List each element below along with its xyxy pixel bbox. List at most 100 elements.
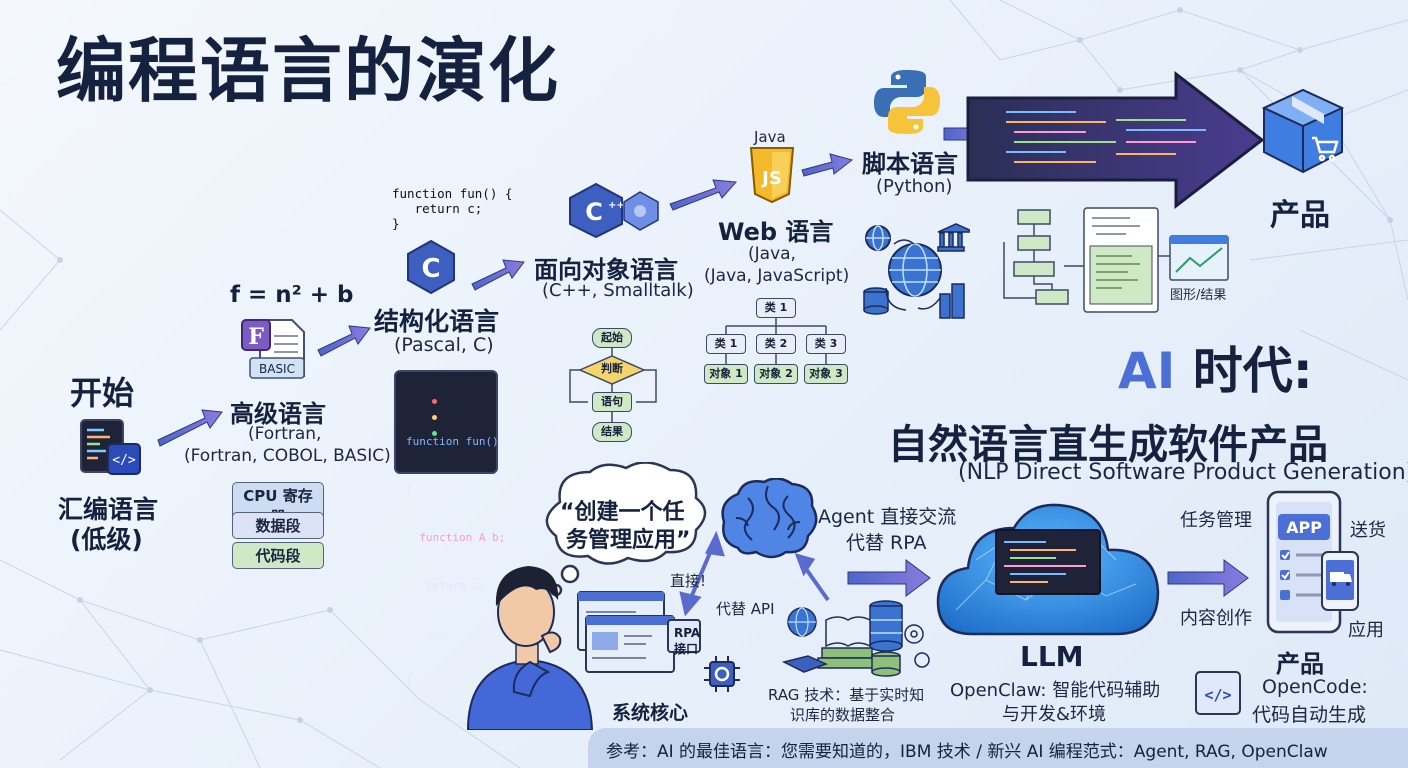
web-sub2: (Java, JavaScript): [704, 266, 850, 286]
page-title: 编程语言的演化: [56, 30, 560, 112]
oop-flowchart-lines: [569, 346, 657, 422]
struct-snippet: function fun() { return c; }: [392, 186, 513, 231]
product-box-icon: [1261, 88, 1345, 174]
openclaw-line2: 与开发&环境: [1002, 704, 1107, 725]
arrow-cloud-to-product: [1167, 559, 1249, 597]
fortran-file-icon: F BASIC: [240, 316, 310, 382]
hll-label: 高级语言: [230, 400, 326, 428]
class-tree-lines: [725, 318, 827, 364]
svg-text:++: ++: [608, 200, 625, 211]
arrow-web-to-script: [801, 153, 854, 177]
web-sub1: (Java,: [748, 244, 796, 264]
hll-formula: f = n² + b: [230, 282, 354, 308]
ai-heading-rest: 时代:: [1175, 342, 1313, 400]
opencode-line1: OpenCode:: [1262, 676, 1368, 698]
structured-code-window: function fun() { function A b; return c;…: [394, 370, 505, 688]
app-badge: APP: [1286, 518, 1322, 537]
tree-object-1: 对象 1: [704, 364, 748, 384]
assembly-label: 汇编语言: [58, 495, 159, 524]
structured-sub: (Pascal, C): [394, 334, 494, 356]
arrow-ai-to-cloud: [847, 559, 931, 597]
arrow-struct-to-oop: [471, 259, 525, 291]
agent-line1: Agent 直接交流: [818, 506, 957, 528]
task-mgmt-label: 任务管理: [1180, 510, 1252, 531]
content-creation-label: 内容创作: [1180, 608, 1252, 629]
oop-label: 面向对象语言: [534, 256, 678, 284]
direct-label: 直接!: [670, 572, 707, 590]
rag-line1: RAG 技术：基于实时知: [768, 686, 925, 704]
chart-caption: 图形/结果: [1170, 288, 1227, 303]
web-label: Web 语言: [718, 218, 834, 246]
person-thinking-illustration: [460, 562, 600, 731]
hll-sub1: (Fortran,: [248, 424, 322, 444]
openclaw-line1: OpenClaw: 智能代码辅助: [950, 680, 1161, 701]
arrow-oop-to-web: [669, 179, 738, 211]
code-line: {: [406, 483, 413, 496]
app-word-label: 应用: [1348, 620, 1384, 641]
svg-text:C: C: [421, 254, 440, 284]
opencode-line2: 代码自动生成: [1252, 704, 1367, 726]
llm-cloud: [936, 500, 1162, 640]
code-big-arrow: [966, 70, 1266, 210]
code-tag-icon: </>: [1194, 670, 1242, 716]
hll-box-code: 代码段: [232, 542, 324, 569]
agent-line2: 代替 RPA: [846, 532, 927, 554]
js-shield-icon: JS: [748, 146, 796, 204]
code-line: ...: [406, 627, 446, 640]
app-phone-icon: [1266, 490, 1360, 636]
ai-era-heading: AI 时代:: [1118, 346, 1313, 396]
rag-knowledge-icons: [781, 598, 932, 682]
tree-class-2: 类 2: [756, 334, 796, 354]
tree-root: 类 1: [756, 298, 796, 318]
code-line: function fun(): [406, 435, 499, 448]
dev-flow-diagram: [1000, 206, 1240, 316]
hll-sub2: (Fortran, COBOL, BASIC): [184, 446, 391, 466]
cpp-hex-icon: C ++: [568, 182, 662, 239]
tree-object-2: 对象 2: [754, 364, 798, 384]
tree-class-3: 类 3: [806, 334, 846, 354]
ai-heading-ai: AI: [1118, 342, 1176, 400]
svg-text:BASIC: BASIC: [259, 362, 295, 376]
ai-product-label: 产品: [1276, 650, 1324, 678]
api-label: 代替 API: [716, 600, 775, 618]
arrow-asm-to-hll: [157, 409, 223, 447]
delivery-label: 送货: [1350, 520, 1386, 541]
flow-start: 起始: [592, 328, 632, 348]
llm-label: LLM: [1020, 640, 1084, 673]
ai-subtitle: 自然语言直生成软件产品: [888, 422, 1328, 468]
thought-line1: “创建一个任: [560, 500, 685, 525]
script-label: 脚本语言: [862, 150, 958, 178]
svg-text:</>: </>: [1204, 686, 1231, 704]
hll-box-data: 数据段: [232, 512, 324, 539]
tree-object-3: 对象 3: [804, 364, 848, 384]
code-line: }: [406, 675, 413, 688]
svg-text:F: F: [248, 324, 264, 350]
rag-line2: 识库的数据整合: [790, 706, 896, 724]
oop-sub: (C++, Smalltalk): [542, 280, 694, 301]
web-services-cluster: [860, 218, 975, 322]
arrow-hll-to-struct: [317, 325, 371, 357]
flow-statement: 语句: [592, 392, 632, 412]
python-logo-icon: [872, 68, 942, 136]
svg-text:JS: JS: [760, 168, 782, 189]
window-dots: [402, 376, 438, 456]
start-label: 开始: [70, 374, 135, 412]
system-core-label: 系统核心: [612, 702, 689, 724]
c-hex-icon: C: [406, 239, 456, 295]
assembly-sublabel: (低级): [70, 525, 143, 554]
assembly-icon: </>: [80, 418, 142, 476]
web-icon-caption: Java: [754, 128, 786, 146]
reference-footer: 参考：AI 的最佳语言：您需要知道的，IBM 技术 / 新兴 AI 编程范式：A…: [588, 728, 1408, 768]
code-line: return c;: [406, 579, 486, 592]
svg-text:</>: </>: [112, 453, 136, 468]
product-top-label: 产品: [1270, 198, 1330, 233]
rpa-line1: RPA: [674, 626, 701, 640]
rpa-line2: 接口: [674, 642, 699, 656]
structured-label: 结构化语言: [374, 307, 500, 336]
ai-brain-icon: [718, 477, 818, 564]
code-line: function A b;: [406, 531, 506, 544]
thought-line2: 务管理应用”: [566, 528, 691, 553]
chip-gear-icon: [704, 656, 740, 692]
system-core-windows: [576, 590, 702, 694]
